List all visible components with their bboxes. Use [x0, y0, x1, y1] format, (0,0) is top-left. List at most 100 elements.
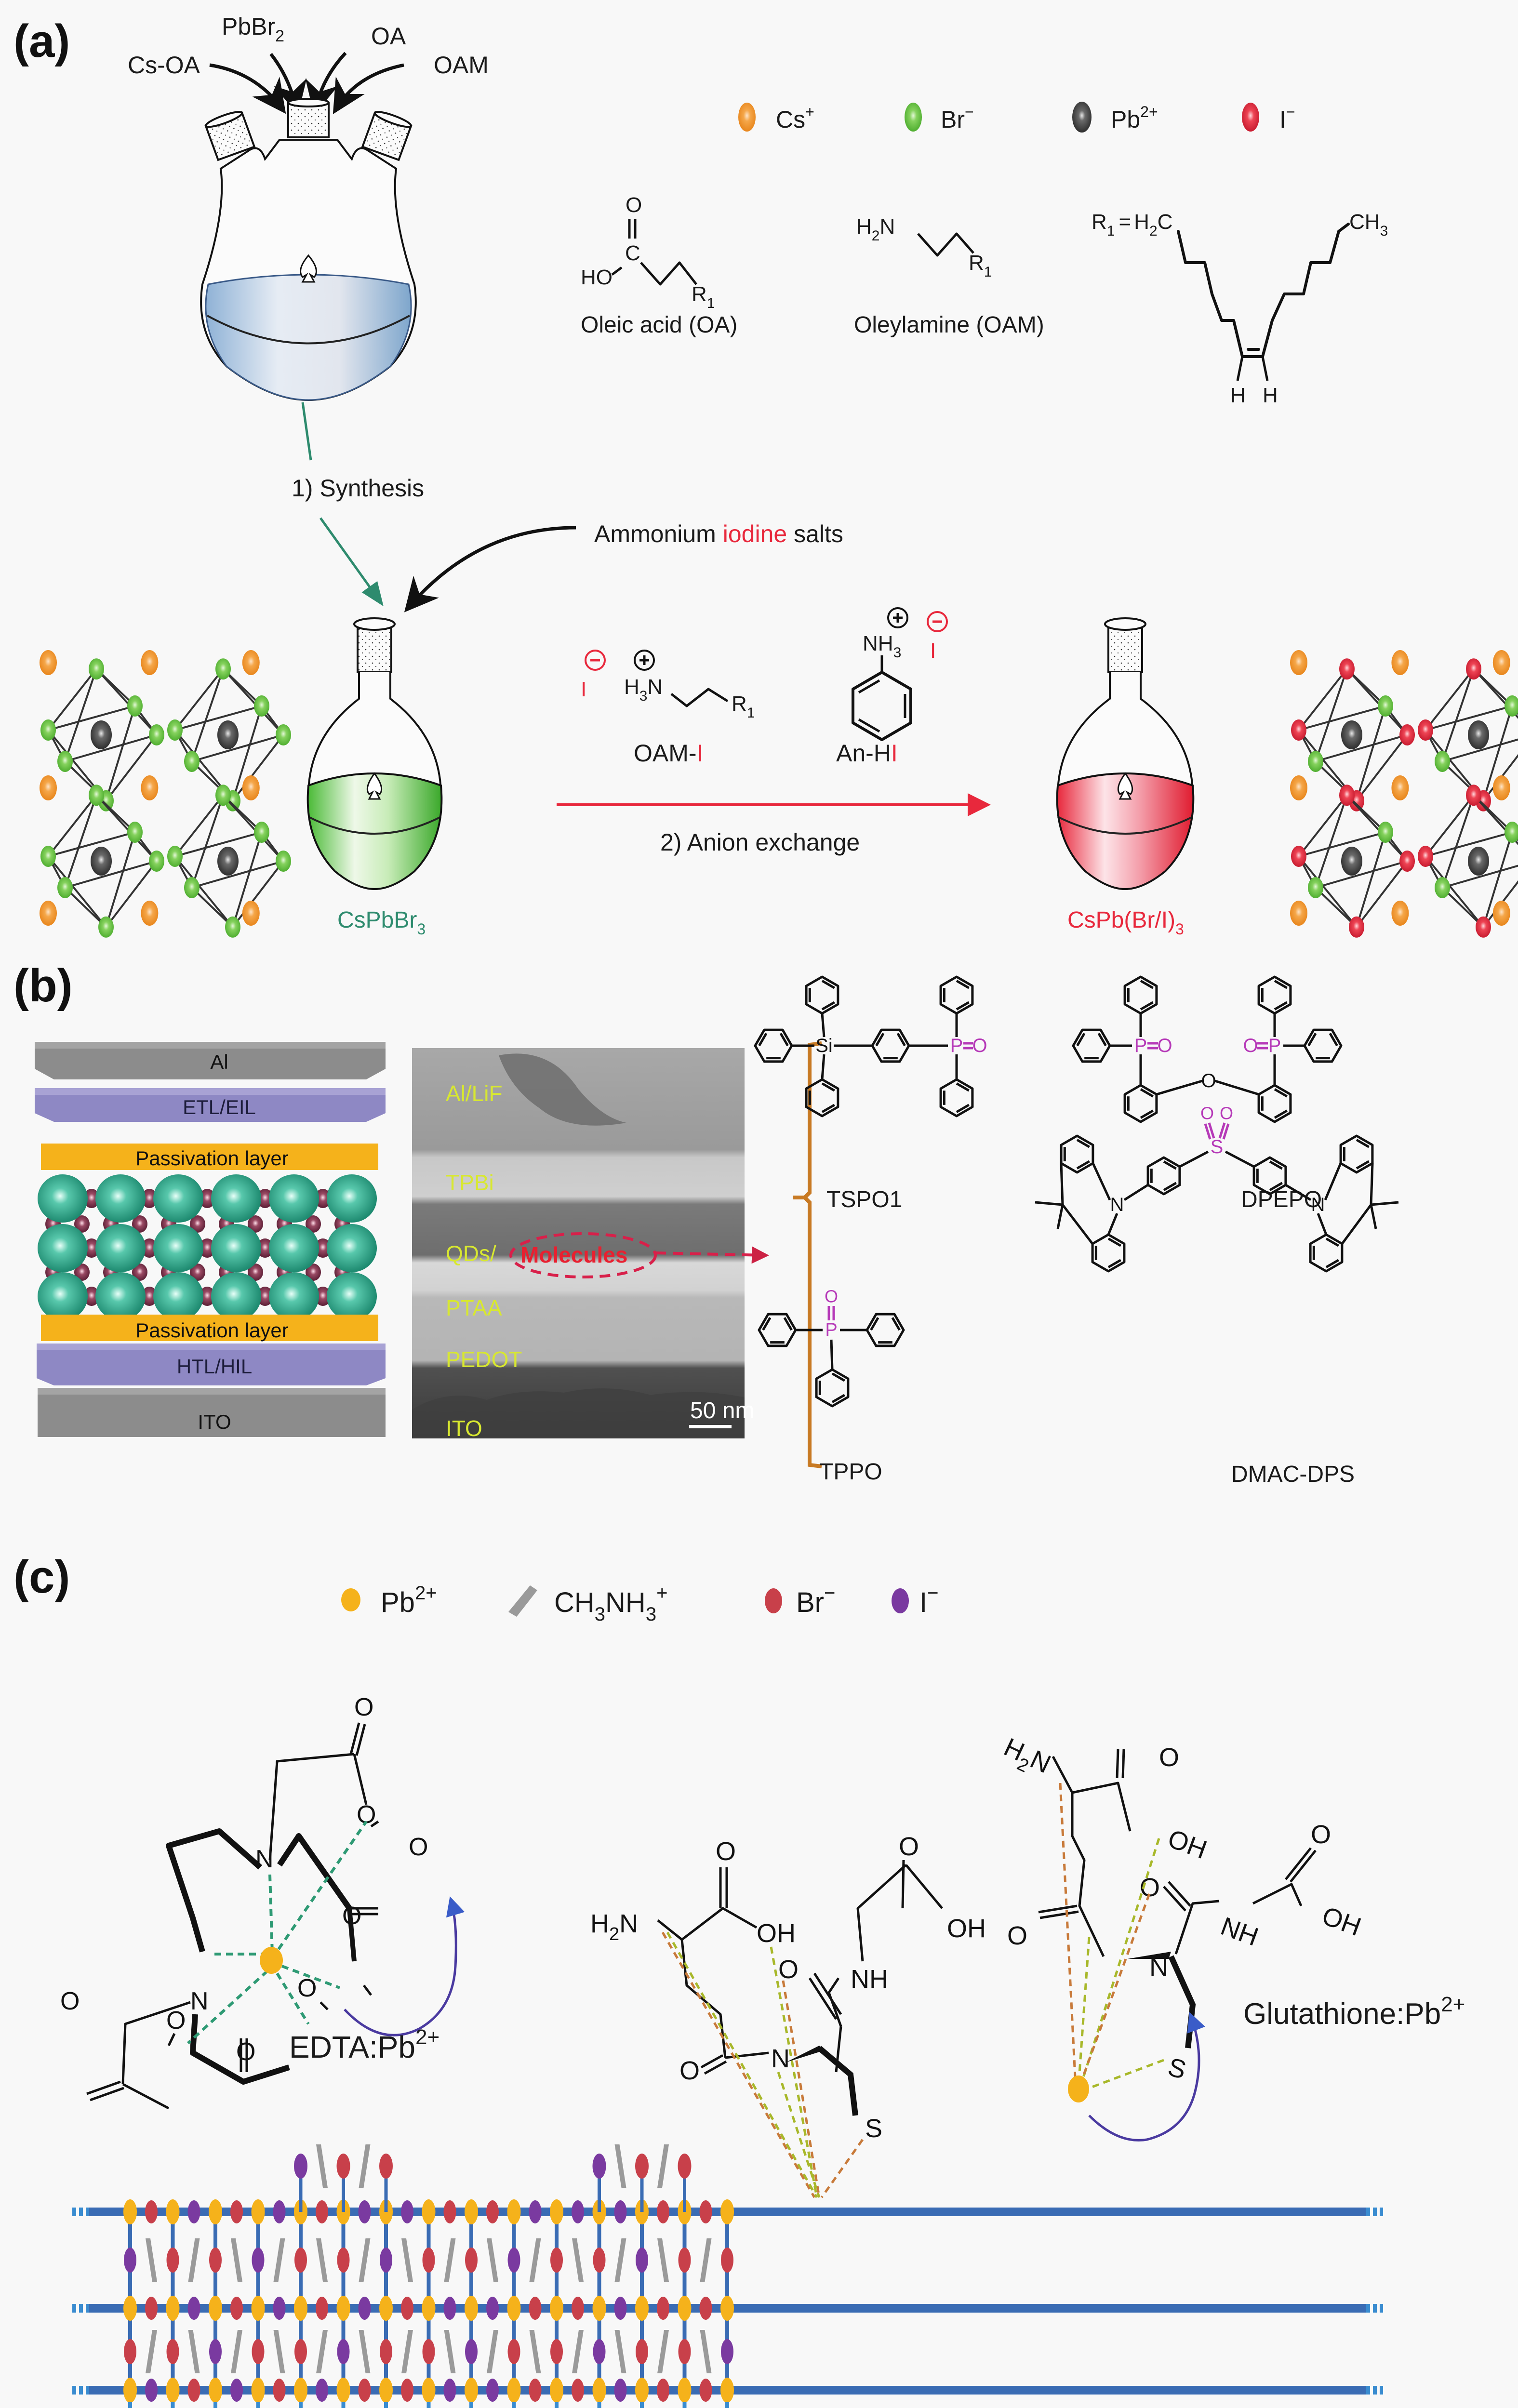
benzene-ring — [939, 1078, 974, 1118]
double-bond — [762, 1317, 772, 1331]
lattice-bond — [1346, 668, 1386, 707]
legend-i-label: I — [1279, 106, 1286, 133]
cs-ion — [40, 650, 57, 675]
cspb-br-i-3-label: CsPb(Br/I)3 — [1067, 907, 1184, 938]
halide-ion — [257, 1238, 273, 1258]
atom-label: O — [1200, 1104, 1214, 1123]
edta-pb-label: EDTA:Pb — [289, 2030, 415, 2064]
i-ion — [273, 2200, 286, 2223]
methylammonium — [146, 2238, 157, 2282]
halide-ion — [306, 1264, 321, 1281]
svg-text:N: N — [771, 2044, 790, 2073]
atom-label: O — [1157, 1035, 1172, 1056]
lattice-bond — [64, 795, 97, 888]
cation-sphere — [38, 1272, 88, 1320]
bond — [1204, 1123, 1212, 1140]
lattice-bond — [232, 860, 284, 928]
svg-text:Br−: Br− — [796, 1583, 835, 1618]
methylammonium — [657, 2238, 669, 2282]
halide-ion — [306, 1215, 321, 1233]
benzene-ring — [1303, 1028, 1343, 1063]
lattice-bond — [1346, 668, 1408, 736]
oleic-acid-structure: O C HO R1 Oleic acid (OA) — [581, 193, 737, 338]
lattice-bond — [1473, 794, 1513, 833]
svg-text:R1: R1 — [732, 692, 755, 721]
cspbbr3-label: CsPbBr3 — [337, 907, 426, 938]
br-ion — [465, 2248, 478, 2273]
pb-ion — [422, 2296, 436, 2321]
methylammonium — [316, 2330, 328, 2373]
br-ion — [593, 2248, 606, 2273]
bond — [1341, 1204, 1372, 1245]
double-bond — [1140, 1088, 1154, 1098]
double-bond — [821, 1104, 835, 1113]
methylammonium — [572, 2330, 584, 2373]
bond — [1214, 1079, 1259, 1096]
lattice-bond — [222, 794, 284, 862]
glutathione-pb-label: Glutathione:Pb — [1243, 1997, 1441, 2031]
atom-label: O — [972, 1035, 987, 1056]
svg-text:O: O — [166, 2007, 186, 2035]
lattice-bond — [1356, 734, 1408, 802]
double-bond — [1107, 1259, 1121, 1268]
anion-exchange-label: 2) Anion exchange — [660, 829, 860, 856]
atom-o: O — [626, 193, 642, 217]
halide-ion — [74, 1264, 90, 1281]
double-bond — [956, 980, 970, 989]
double-bond — [831, 1394, 845, 1403]
i-ion — [1418, 719, 1433, 741]
br-ion — [149, 724, 164, 745]
methylammonium — [700, 2238, 712, 2282]
br-ion — [550, 2339, 563, 2364]
tem-label-ito: ITO — [446, 1416, 482, 1441]
atom-label: N — [1311, 1194, 1325, 1215]
scale-bar-label: 50 nm — [690, 1398, 754, 1424]
lattice-bond — [1425, 794, 1475, 857]
r1-chain-structure: R1=H2C CH3 H H — [1092, 210, 1388, 407]
cs-ion — [141, 901, 159, 926]
layer-etl-eil-label: ETL/EIL — [183, 1096, 256, 1118]
svg-text:OH: OH — [757, 1919, 796, 1948]
legend-br: Br− — [905, 103, 974, 133]
lattice-bond — [47, 794, 97, 857]
br-ion — [636, 2339, 648, 2364]
i-ion — [593, 2339, 606, 2364]
svg-text:I: I — [581, 678, 586, 701]
svg-text:O: O — [899, 1832, 919, 1861]
legend-cs: Cs+ — [738, 103, 814, 133]
i-ion — [443, 2297, 456, 2320]
layer-htl-hil: HTL/HIL — [37, 1344, 386, 1385]
methylammonium — [359, 2144, 371, 2188]
glutathione-pb-complex: H2N O OH O O O OH NH N S — [999, 1732, 1465, 2142]
br-ion — [57, 751, 73, 772]
cation-sphere — [269, 1174, 319, 1223]
lattice-bond — [95, 794, 136, 833]
pb-ion — [123, 2296, 137, 2321]
bond — [1060, 1163, 1064, 1205]
i-ion — [1349, 916, 1364, 938]
lattice-bond — [1298, 831, 1386, 857]
pb-ion — [209, 2199, 222, 2224]
legend-c: Pb2+ CH3NH3+ Br− I− — [341, 1583, 938, 1625]
benzene-ring — [1072, 1028, 1111, 1063]
pb-ion — [217, 720, 239, 749]
lattice-bond — [1315, 795, 1348, 888]
oleylamine-structure: H2N R1 Oleylamine (OAM) — [854, 215, 1044, 338]
cation-sphere — [95, 1272, 146, 1320]
pb-ion — [123, 2378, 137, 2403]
lattice-bond — [1425, 855, 1484, 928]
i-ion — [337, 2339, 350, 2364]
stir-bar-icon — [300, 254, 317, 283]
cs-ion — [1290, 775, 1307, 800]
cation-sphere — [327, 1272, 377, 1320]
pb-ion — [336, 2296, 350, 2321]
i-ion — [316, 2379, 328, 2402]
halide-ion — [74, 1215, 90, 1233]
cation-sphere — [38, 1224, 88, 1272]
atom-n: N — [879, 215, 895, 239]
lattice-bond — [1442, 738, 1518, 762]
lattice-bond — [174, 705, 262, 731]
br-ion — [89, 785, 104, 806]
